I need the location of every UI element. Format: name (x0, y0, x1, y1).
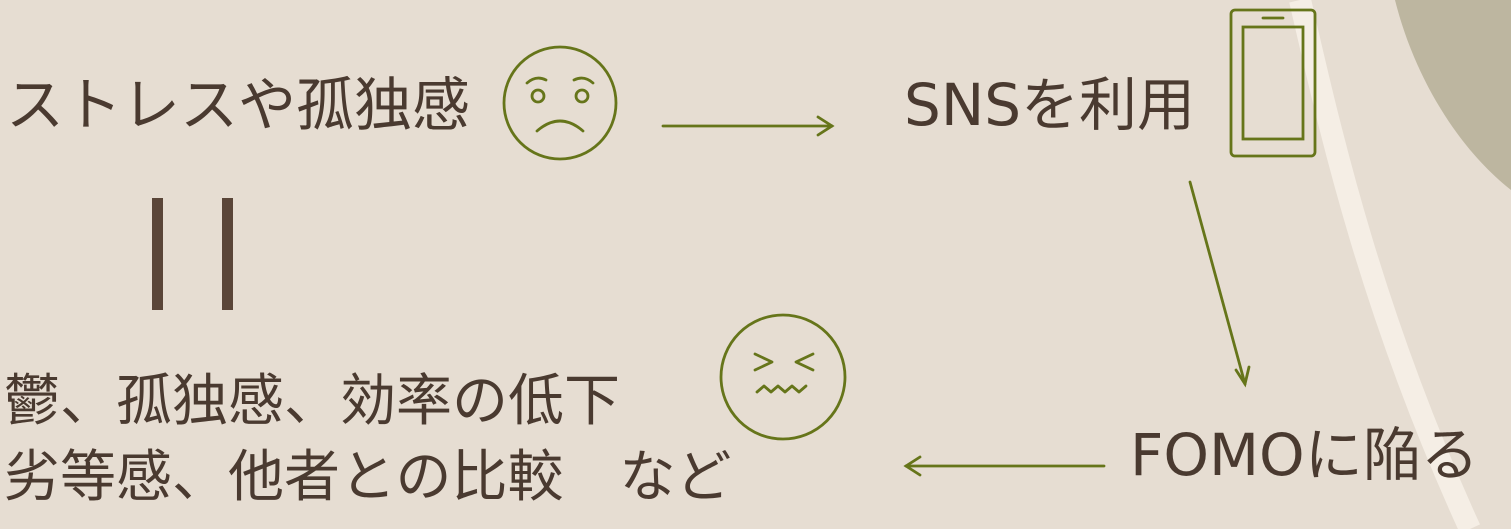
equals-bar-right (222, 198, 233, 310)
decorative-dark-shape (1395, 0, 1511, 190)
node-outcomes-line1: 鬱、孤独感、効率の低下 (4, 369, 620, 434)
equals-sign (152, 198, 234, 310)
worried-face-icon (502, 45, 618, 161)
node-use-sns: SNSを利用 (904, 71, 1196, 139)
smartphone-icon (1229, 8, 1317, 158)
arrow-fomo-to-outcomes (903, 455, 1106, 477)
node-stress-loneliness: ストレスや孤独感 (6, 71, 471, 139)
decorative-light-arc (1289, 0, 1481, 529)
arrow-sns-to-fomo (1188, 180, 1251, 388)
arrow-stress-to-sns (661, 115, 835, 137)
equals-bar-left (152, 198, 163, 310)
node-outcomes-line2: 劣等感、他者との比較 など (4, 445, 732, 510)
stressed-face-icon (719, 313, 847, 441)
node-fall-into-fomo: FOMOに陥る (1130, 421, 1479, 489)
